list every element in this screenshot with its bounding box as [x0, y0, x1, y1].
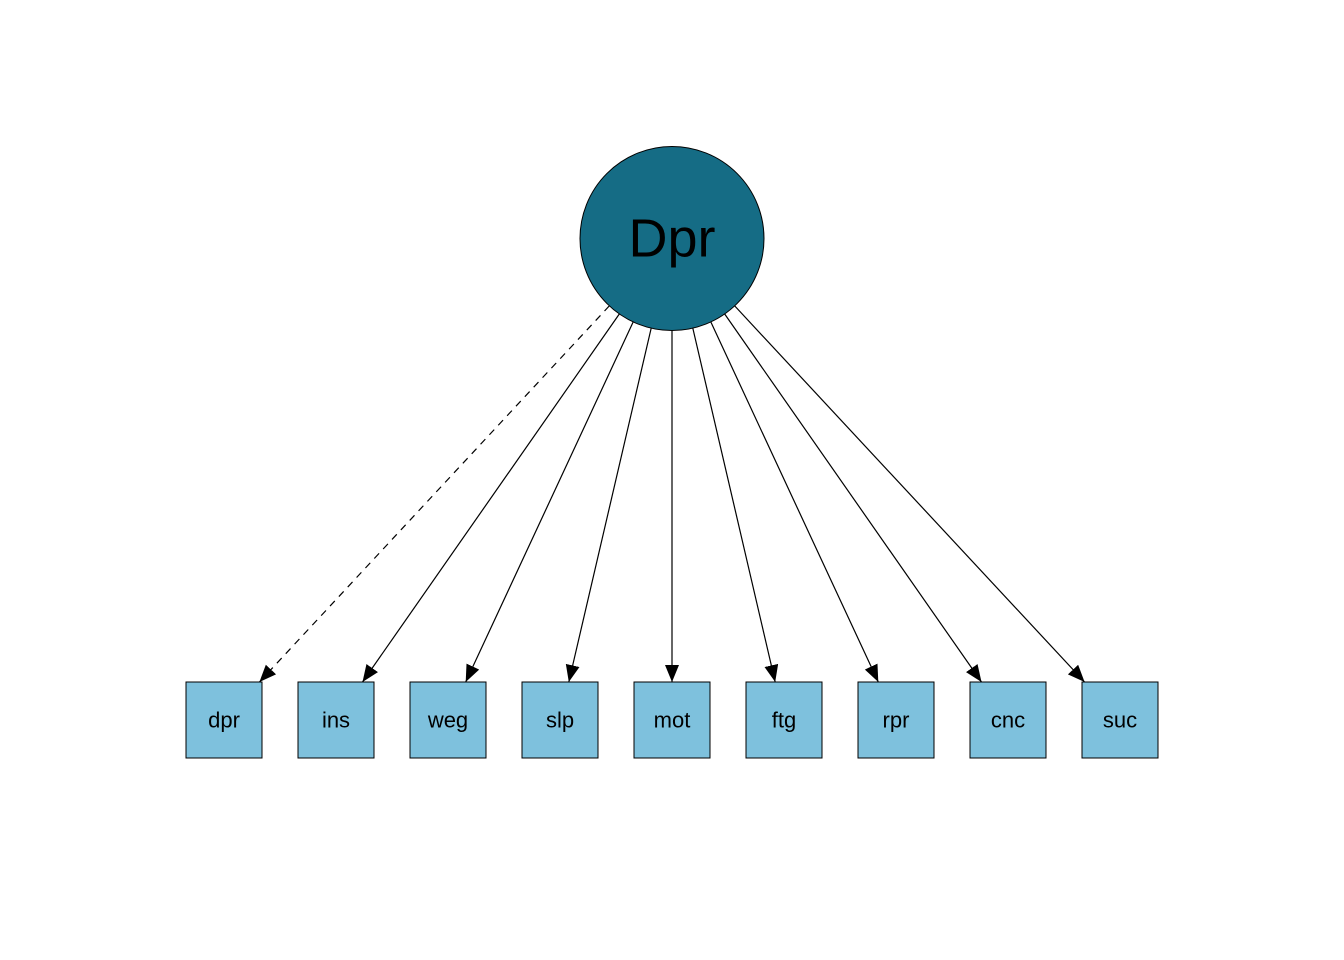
indicator-label-mot: mot: [654, 708, 691, 733]
indicator-label-suc: suc: [1103, 708, 1137, 733]
edge-Dpr-to-rpr: [710, 321, 879, 683]
edges-layer: [258, 305, 1086, 683]
indicator-label-ins: ins: [322, 708, 350, 733]
indicator-node-cnc: [969, 681, 1047, 759]
indicator-node-dpr: [185, 681, 263, 759]
indicator-node-weg: [409, 681, 487, 759]
indicator-label-slp: slp: [546, 708, 574, 733]
nodes-layer: dpr ins weg slp mot ftg rpr cnc suc Dpr: [185, 146, 1159, 759]
indicator-node-slp: [521, 681, 599, 759]
indicator-label-ftg: ftg: [772, 708, 796, 733]
edge-Dpr-to-ins: [362, 313, 620, 683]
indicator-label-weg: weg: [427, 708, 468, 733]
edge-Dpr-to-slp: [565, 327, 652, 683]
latent-label: Dpr: [628, 209, 715, 269]
indicator-label-cnc: cnc: [991, 708, 1025, 733]
edge-Dpr-to-dpr: [258, 305, 610, 683]
indicator-label-rpr: rpr: [883, 708, 910, 733]
indicator-node-mot: [633, 681, 711, 759]
edge-Dpr-to-ftg: [692, 327, 779, 683]
indicator-node-rpr: [857, 681, 935, 759]
indicator-node-suc: [1081, 681, 1159, 759]
edge-Dpr-to-weg: [465, 321, 634, 683]
latent-node-Dpr: [579, 146, 765, 331]
indicator-label-dpr: dpr: [208, 708, 240, 733]
edge-Dpr-to-cnc: [724, 313, 982, 683]
indicator-node-ins: [297, 681, 375, 759]
indicator-node-ftg: [745, 681, 823, 759]
edge-Dpr-to-suc: [734, 305, 1086, 683]
